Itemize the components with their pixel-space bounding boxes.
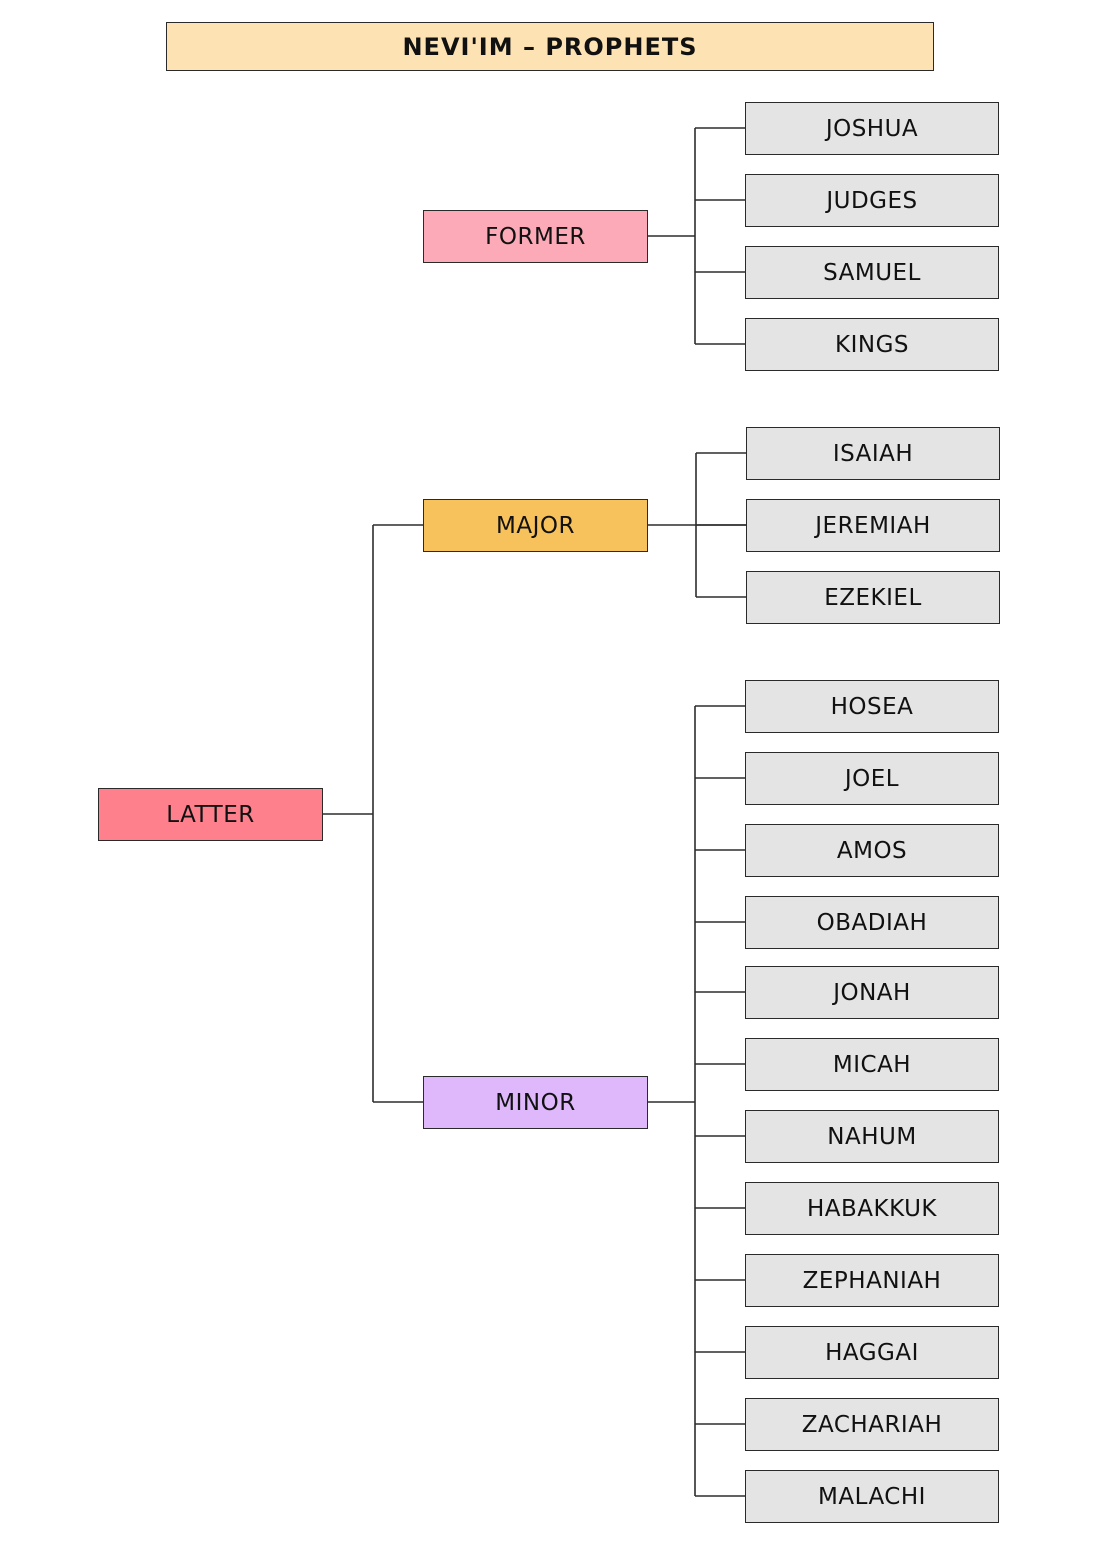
- category-latter: LATTER: [98, 788, 323, 841]
- book-haggai: HAGGAI: [745, 1326, 999, 1379]
- book-ezekiel: EZEKIEL: [746, 571, 1000, 624]
- book-amos: AMOS: [745, 824, 999, 877]
- diagram-title: NEVI'IM – PROPHETS: [166, 22, 934, 71]
- category-former: FORMER: [423, 210, 648, 263]
- book-joshua: JOSHUA: [745, 102, 999, 155]
- book-isaiah: ISAIAH: [746, 427, 1000, 480]
- book-zachariah: ZACHARIAH: [745, 1398, 999, 1451]
- book-joel: JOEL: [745, 752, 999, 805]
- book-samuel: SAMUEL: [745, 246, 999, 299]
- book-habakkuk: HABAKKUK: [745, 1182, 999, 1235]
- book-zephaniah: ZEPHANIAH: [745, 1254, 999, 1307]
- book-jonah: JONAH: [745, 966, 999, 1019]
- book-micah: MICAH: [745, 1038, 999, 1091]
- book-kings: KINGS: [745, 318, 999, 371]
- category-major: MAJOR: [423, 499, 648, 552]
- book-malachi: MALACHI: [745, 1470, 999, 1523]
- book-judges: JUDGES: [745, 174, 999, 227]
- book-obadiah: OBADIAH: [745, 896, 999, 949]
- book-nahum: NAHUM: [745, 1110, 999, 1163]
- category-minor: MINOR: [423, 1076, 648, 1129]
- book-jeremiah: JEREMIAH: [746, 499, 1000, 552]
- book-hosea: HOSEA: [745, 680, 999, 733]
